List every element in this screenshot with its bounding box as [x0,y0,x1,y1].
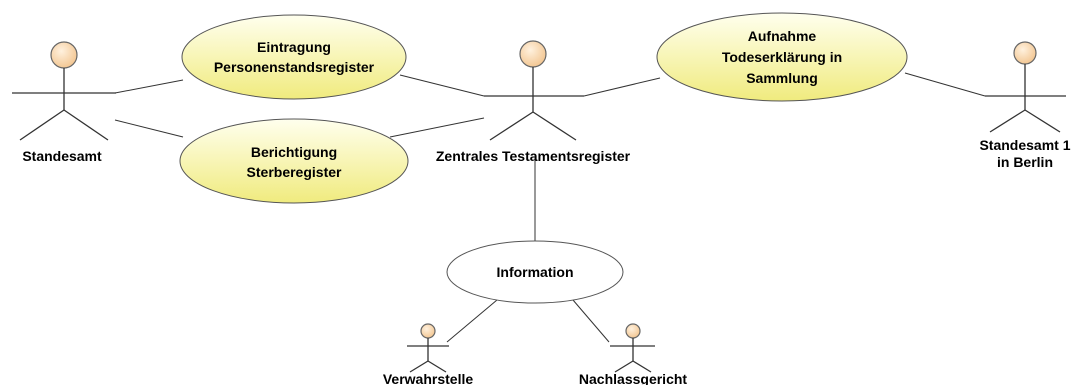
association-standesamt-berichtigung [114,119,184,138]
use-case-label-line-2: Personenstandsregister [214,59,375,75]
actor-label: Standesamt [22,148,102,164]
actor-label: Verwahrstelle [383,371,473,385]
association-aufnahme-berlin [904,72,986,97]
actor-stick-figure-icon [484,40,584,141]
association-information-nachlassgericht [572,299,610,343]
use-case-label-line-2: Sterberegister [247,164,342,180]
actor-zentrales-testamentsregister[interactable]: Zentrales Testamentsregister [436,40,631,164]
actor-stick-figure-icon [610,323,655,373]
actor-standesamt[interactable]: Standesamt [12,41,116,164]
use-case-label-line-3: Sammlung [746,70,818,86]
actor-stick-figure-icon [985,41,1066,133]
association-eintragung-zentrales [399,74,485,97]
use-case-berichtigung[interactable]: Berichtigung Sterberegister [179,118,409,204]
actor-label: Zentrales Testamentsregister [436,148,631,164]
association-zentrales-aufnahme [583,77,661,97]
actor-stick-figure-icon [407,323,449,373]
association-berichtigung-zentrales [389,117,485,138]
actor-label-line-2: in Berlin [997,154,1053,170]
actor-label: Nachlassgericht [579,371,687,385]
actor-verwahrstelle[interactable]: Verwahrstelle [383,323,473,385]
association-standesamt-eintragung [114,79,184,94]
use-case-label: Information [497,264,574,280]
use-case-label-line-1: Berichtigung [251,144,337,160]
associations [114,72,986,343]
use-case-eintragung[interactable]: Eintragung Personenstandsregister [181,14,407,100]
use-case-label-line-1: Aufnahme [748,28,817,44]
association-information-verwahrstelle [446,299,498,343]
actor-stick-figure-icon [12,41,116,141]
use-case-label-line-1: Eintragung [257,39,331,55]
use-case-information[interactable]: Information [446,240,624,304]
use-case-ellipse [181,14,407,100]
actor-nachlassgericht[interactable]: Nachlassgericht [579,323,687,385]
use-case-ellipse [446,240,624,304]
actor-label-line-1: Standesamt 1 [979,137,1070,153]
use-case-aufnahme[interactable]: Aufnahme Todeserklärung in Sammlung [656,12,908,102]
use-case-label-line-2: Todeserklärung in [722,49,842,65]
actor-standesamt-berlin[interactable]: Standesamt 1 in Berlin [979,41,1071,170]
use-case-ellipse [179,118,409,204]
use-case-ellipse [656,12,908,102]
